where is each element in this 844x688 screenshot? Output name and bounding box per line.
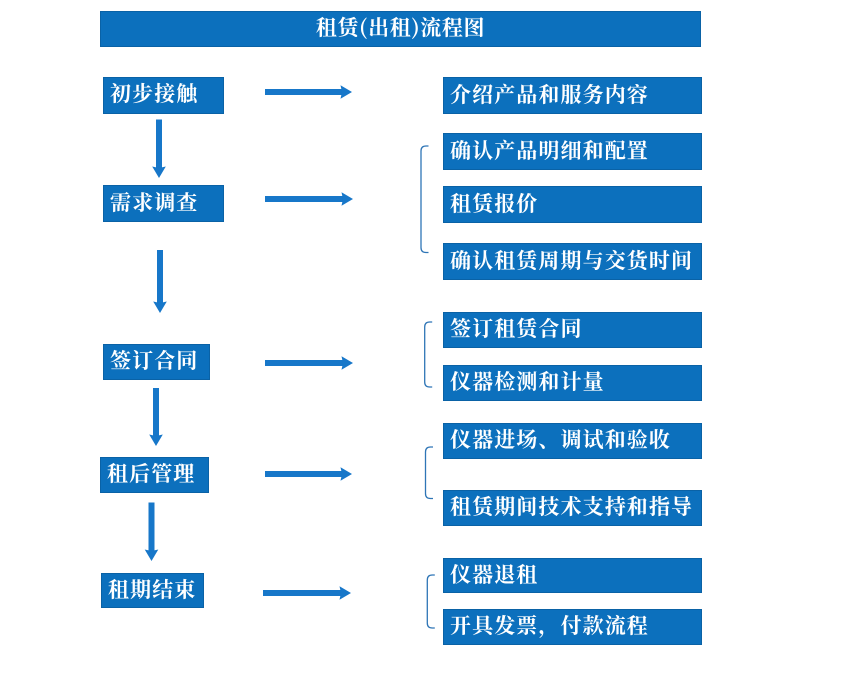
step-label: 需求调查: [110, 186, 199, 217]
detail-box-confirm-rental-period: 确认租赁周期与交货时间: [443, 243, 702, 280]
arrow-post-rental-to-details: [265, 467, 352, 481]
arrow-rental-end-to-details: [263, 586, 351, 600]
arrow-demand-survey-to-details: [265, 192, 353, 206]
step-box-initial-contact: 初步接触: [103, 77, 224, 114]
step-label: 租后管理: [107, 458, 196, 488]
detail-box-confirm-product-details: 确认产品明细和配置: [443, 133, 702, 170]
detail-box-technical-support: 租赁期间技术支持和指导: [443, 490, 702, 526]
detail-box-instrument-inspection: 仪器检测和计量: [443, 365, 702, 401]
bracket-post-rental-group: [424, 446, 433, 500]
detail-label: 仪器退租: [450, 558, 539, 589]
detail-label: 签订租赁合同: [450, 313, 583, 343]
bracket-demand-survey-group: [420, 145, 429, 254]
detail-box-invoice-payment: 开具发票，付款流程: [443, 609, 702, 645]
step-label: 租期结束: [108, 573, 197, 604]
arrow-initial-contact-to-detail: [265, 85, 352, 99]
bracket-sign-contract-group: [424, 321, 433, 388]
step-label: 初步接触: [110, 77, 199, 108]
detail-box-introduce-products: 介绍产品和服务内容: [443, 77, 702, 114]
arrow-initial-contact-to-demand-survey: [152, 119, 166, 178]
arrow-sign-contract-to-post-rental: [149, 388, 163, 446]
flowchart-title-label: 租赁(出租)流程图: [315, 12, 486, 42]
step-box-sign-contract: 签订合同: [103, 344, 210, 380]
detail-box-instrument-return: 仪器退租: [443, 558, 702, 593]
detail-label: 仪器进场、调试和验收: [450, 424, 671, 454]
step-box-post-rental-management: 租后管理: [100, 457, 209, 493]
detail-label: 仪器检测和计量: [450, 366, 605, 396]
step-box-demand-survey: 需求调查: [103, 185, 224, 222]
arrow-demand-survey-to-sign-contract: [153, 250, 167, 313]
bracket-rental-end-group: [426, 574, 435, 629]
detail-box-rental-quotation: 租赁报价: [443, 186, 702, 223]
step-box-rental-end: 租期结束: [101, 573, 204, 608]
detail-label: 确认产品明细和配置: [450, 134, 649, 165]
step-label: 签订合同: [110, 345, 199, 375]
arrow-sign-contract-to-details: [265, 356, 353, 370]
arrow-post-rental-to-rental-end: [144, 502, 159, 561]
detail-label: 介绍产品和服务内容: [450, 78, 649, 109]
detail-label: 租赁期间技术支持和指导: [450, 491, 694, 521]
detail-label: 租赁报价: [450, 187, 539, 218]
detail-box-instrument-entry-acceptance: 仪器进场、调试和验收: [443, 423, 702, 459]
detail-label: 确认租赁周期与交货时间: [450, 244, 694, 275]
detail-label: 开具发票，付款流程: [450, 610, 649, 640]
detail-box-sign-rental-contract: 签订租赁合同: [443, 312, 702, 348]
flowchart-title: 租赁(出租)流程图: [100, 11, 701, 47]
